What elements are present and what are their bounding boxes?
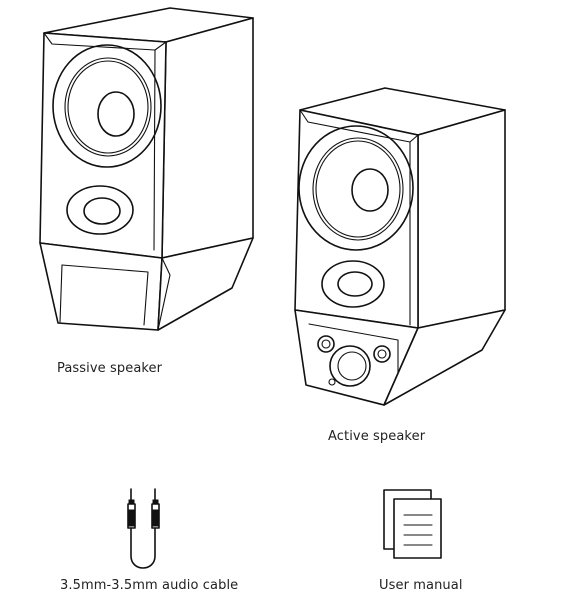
user-manual-illustration — [383, 489, 442, 559]
passive-speaker-illustration — [39, 7, 254, 331]
audio-cable-illustration — [127, 488, 160, 569]
active-speaker-label: Active speaker — [328, 429, 426, 444]
audio-cable-label: 3.5mm-3.5mm audio cable — [60, 578, 239, 593]
passive-speaker-label: Passive speaker — [57, 361, 163, 376]
user-manual-label: User manual — [379, 578, 463, 593]
active-speaker-illustration — [294, 87, 506, 406]
